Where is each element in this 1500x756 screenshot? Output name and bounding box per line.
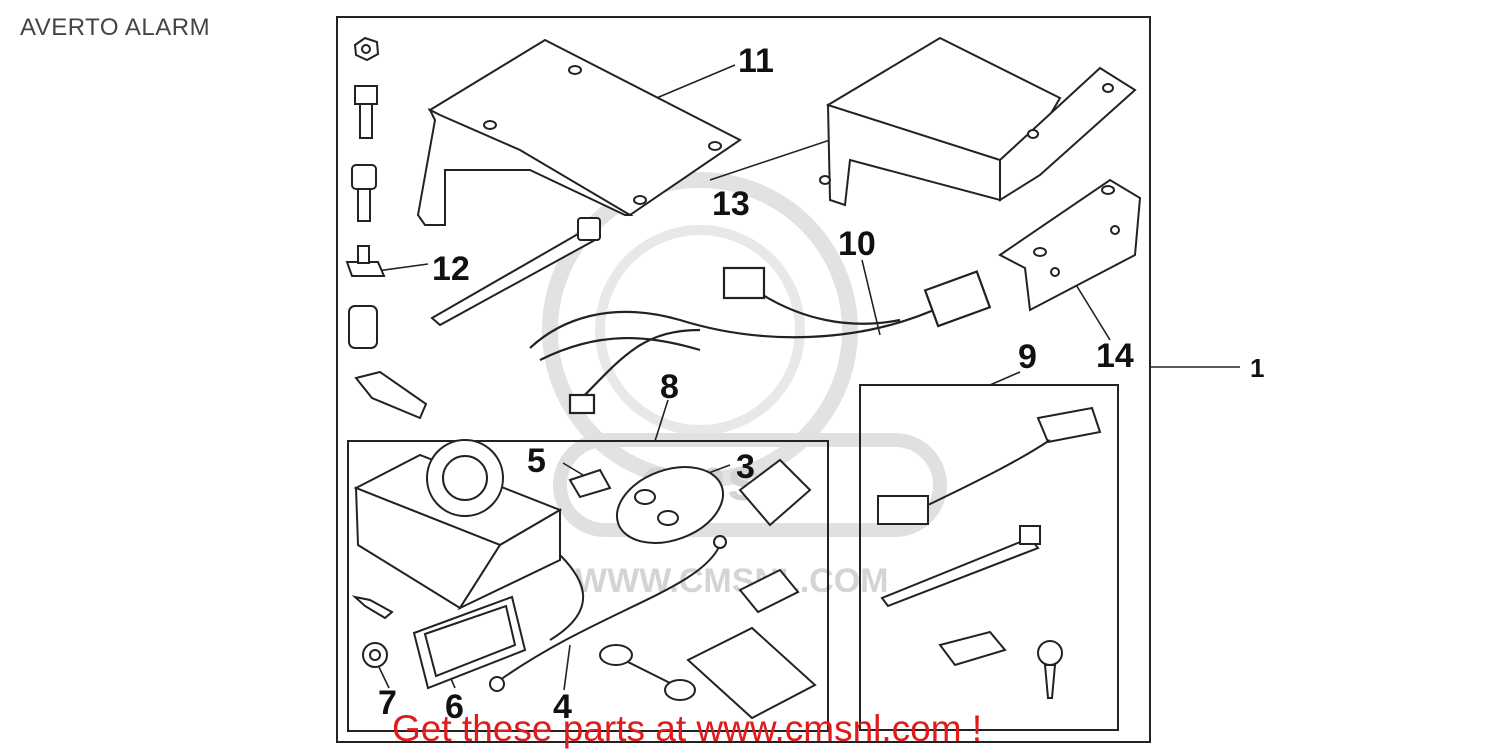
harness-10 <box>529 266 992 415</box>
bracket-11 <box>416 38 742 226</box>
assembly-frame <box>336 16 1151 743</box>
kit-9-parts <box>877 406 1102 699</box>
part-5 <box>568 468 612 499</box>
callout-13: 13 <box>712 185 750 223</box>
page-title: AVERTO ALARM <box>20 14 211 41</box>
callout-7: 7 <box>378 684 397 722</box>
remote-3 <box>615 458 812 544</box>
kit-frame-9 <box>859 384 1119 731</box>
bracket-13 <box>819 36 1137 207</box>
callout-9: 9 <box>1018 338 1037 376</box>
kit-frame-8 <box>347 440 829 732</box>
callout-5: 5 <box>527 442 546 480</box>
lead-4 <box>489 535 727 692</box>
callout-14: 14 <box>1096 337 1134 375</box>
gasket-6 <box>412 595 527 690</box>
watermark-url: WWW.CMSNL.COM <box>575 562 889 600</box>
callout-1: 1 <box>1250 353 1264 383</box>
callout-6: 6 <box>445 688 464 726</box>
cable-tie-12 <box>430 217 601 327</box>
screws-7 <box>351 595 394 668</box>
callout-11: 11 <box>738 42 774 80</box>
callout-8: 8 <box>660 368 679 406</box>
callout-3: 3 <box>736 448 755 486</box>
watermark-logo: cms WWW.CMSNL.COM <box>542 172 947 600</box>
promo-link[interactable]: Get these parts at www.cmsnl.com ! <box>392 708 983 749</box>
callout-10: 10 <box>838 225 876 263</box>
alarm-unit <box>353 439 585 641</box>
callout-12: 12 <box>432 250 470 288</box>
bracket-14 <box>998 178 1142 312</box>
manuals <box>599 568 817 720</box>
hardware-column <box>345 36 428 420</box>
callout-4: 4 <box>553 688 572 726</box>
